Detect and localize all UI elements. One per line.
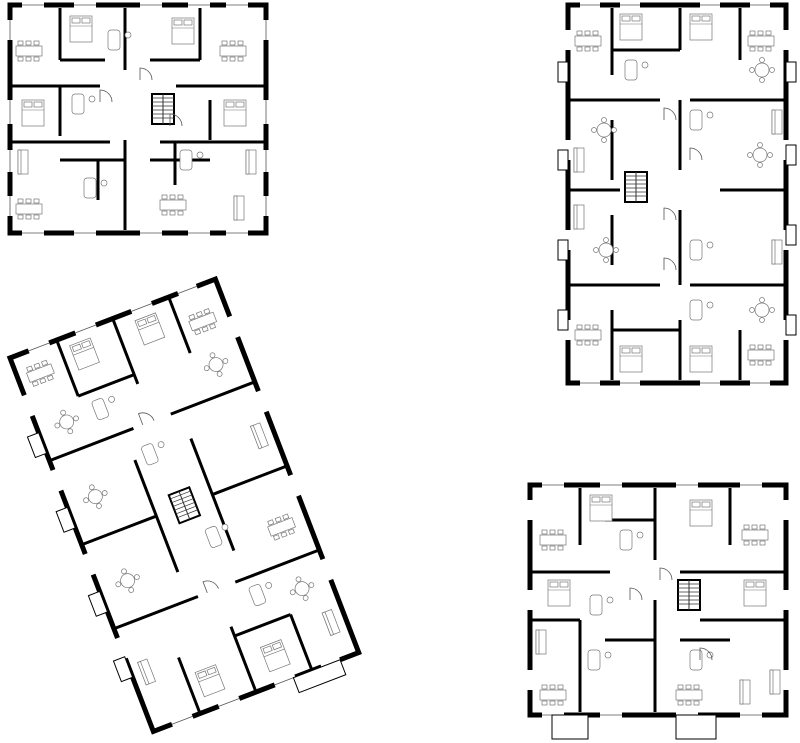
plan-a-furniture	[15, 15, 257, 221]
plan-b-furniture	[573, 13, 783, 373]
plan-d	[527, 482, 789, 740]
plan-c	[6, 275, 362, 735]
plan-d-furniture	[535, 494, 781, 706]
plan-a	[7, 2, 269, 236]
plan-b	[557, 2, 797, 386]
